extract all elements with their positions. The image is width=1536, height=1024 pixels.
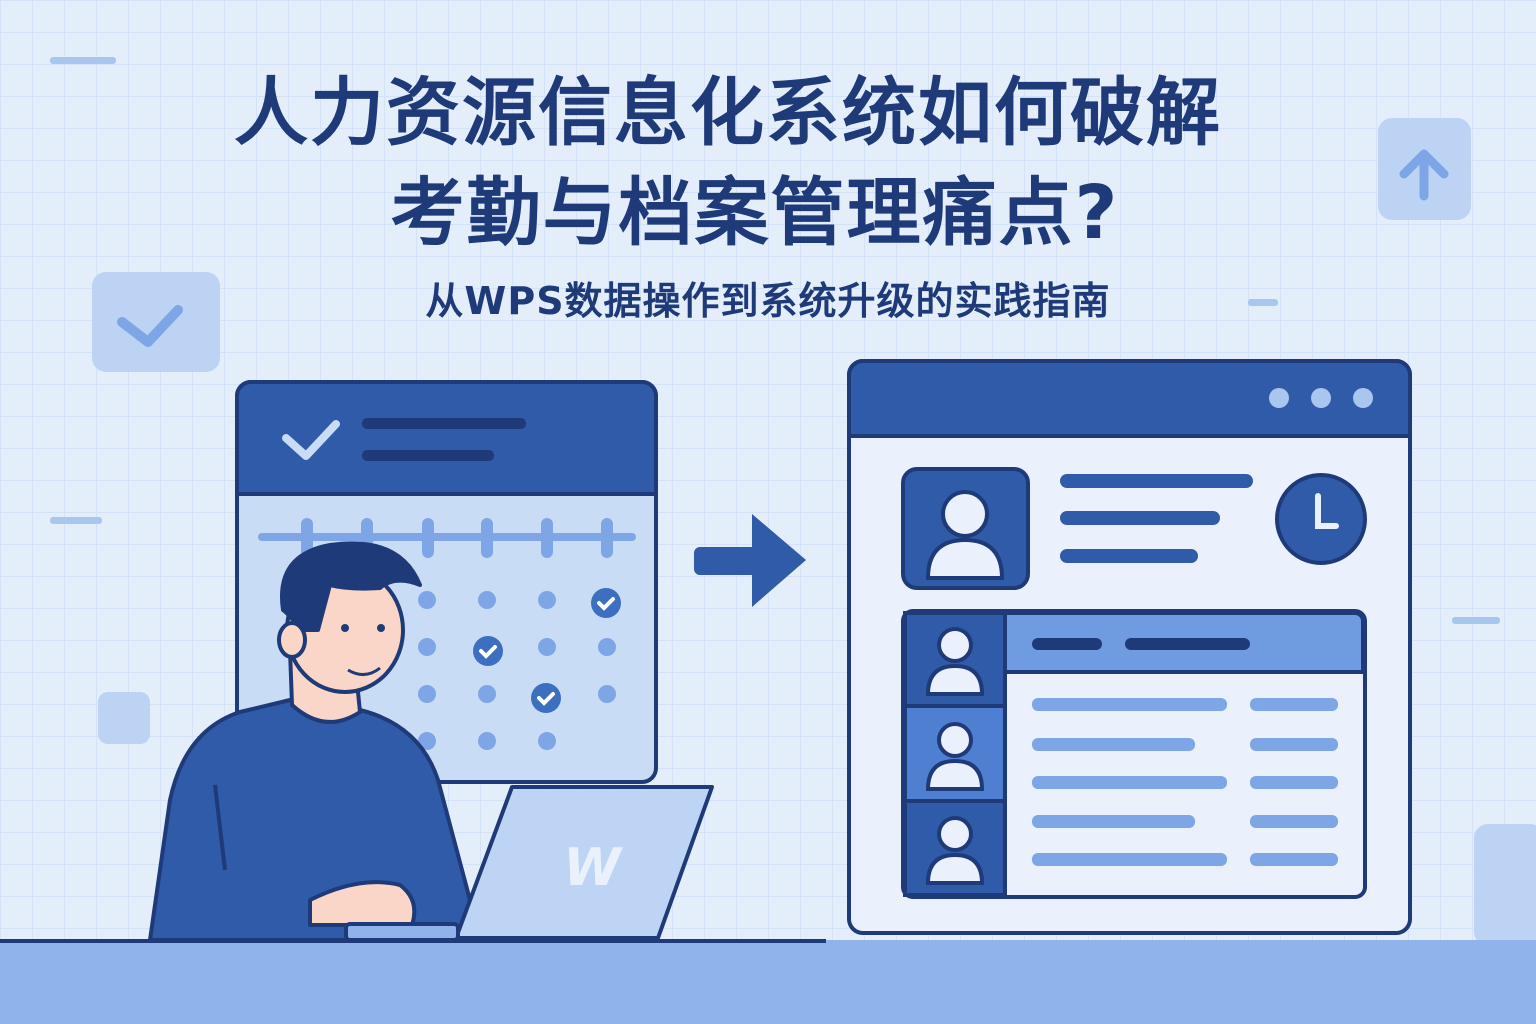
checked-day-icon [473,588,621,713]
person-figure [148,541,472,942]
arrow-right-icon [694,514,806,607]
page-title-line-1: 人力资源信息化系统如何破解 [234,70,1222,156]
arrow-up-tile-icon [1378,118,1471,220]
user-avatar-icon [925,490,1005,580]
laptop [344,785,714,942]
user-avatar-icon [925,627,985,885]
window-controls-icon [1269,388,1373,408]
wps-logo: W [563,838,623,898]
clock-icon [1275,473,1367,565]
check-tile-icon [92,272,220,372]
page-title-line-2: 考勤与档案管理痛点? [390,170,1120,256]
hr-system-window [847,359,1412,935]
check-icon [282,420,340,460]
subtitle: 从WPS数据操作到系统升级的实践指南 [425,279,1111,323]
